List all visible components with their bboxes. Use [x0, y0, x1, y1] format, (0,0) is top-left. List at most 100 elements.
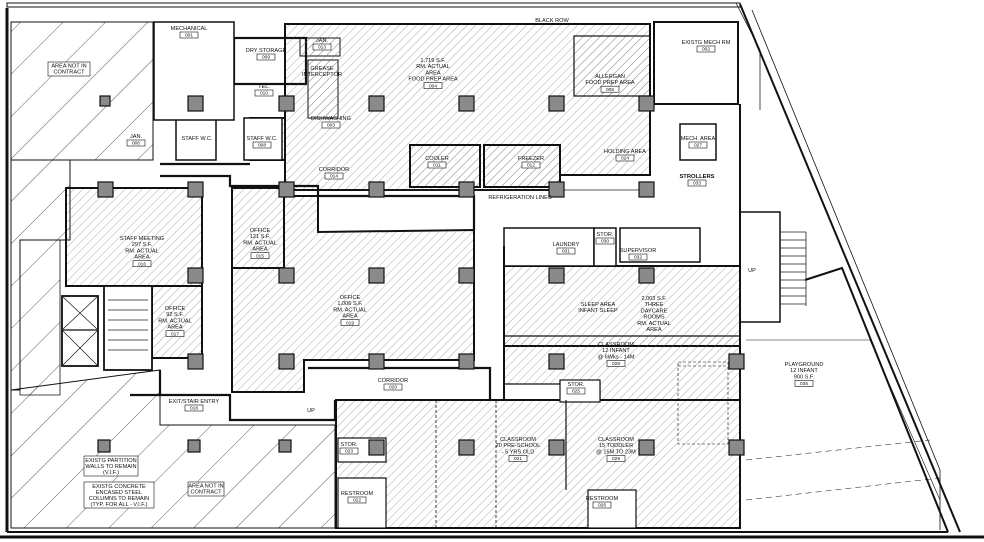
column — [187, 181, 204, 198]
column — [278, 95, 295, 112]
note-line: WALLS TO REMAIN — [85, 464, 136, 470]
room-label-line: SLEEP AREA — [581, 302, 616, 308]
room-number-box — [556, 247, 576, 255]
room-label-line: EXISTG MECH RM — [682, 40, 731, 46]
room-number: 006 — [132, 141, 140, 147]
room-number-box — [794, 380, 814, 387]
note-line: EXISTG CONCRETE — [92, 484, 146, 490]
room-number-box — [324, 172, 344, 180]
room-label: RESTROOM — [341, 491, 374, 497]
room-staff-wc-1: STAFF W.C. — [182, 136, 213, 142]
room-label-line: CLASSROOM — [500, 437, 536, 443]
room-label-line: STAFF MEETING — [120, 236, 164, 242]
room-number-box — [252, 141, 272, 149]
room-number-box — [427, 161, 447, 169]
room-label-line: 2,003 S.F. — [641, 296, 667, 302]
column — [97, 181, 114, 198]
column — [278, 353, 295, 370]
room-label-line: RM. ACTUAL — [158, 318, 192, 324]
room-label: EXISTG MECH RM — [682, 40, 731, 46]
room-label: DISHWASHING — [311, 116, 351, 122]
room-number: 009 — [262, 55, 270, 61]
room-number: 025 — [572, 389, 580, 395]
room-stor-023: STOR.023 — [339, 442, 359, 455]
note-line: COLUMNS TO REMAIN — [89, 496, 149, 502]
column — [278, 439, 292, 453]
column — [638, 95, 655, 112]
column — [638, 181, 655, 198]
note-line: AREA NOT IN — [188, 484, 223, 490]
room-label-line: CLASSROOM — [598, 437, 634, 443]
room-label: LAUNDRY — [553, 242, 580, 248]
room-number-box — [132, 260, 152, 267]
room-label-line: ALLERGAN — [595, 74, 625, 80]
column — [368, 95, 385, 112]
note-line: EXISTG PARTITION — [85, 458, 136, 464]
room-label-line: STOR. — [568, 382, 585, 388]
column — [638, 439, 655, 456]
room-jan-006: JAN.006 — [126, 134, 146, 147]
room-number: 013 — [318, 45, 326, 51]
room-label-line: OFFICE — [250, 228, 271, 234]
room-number-box — [606, 455, 626, 462]
note-line: (V.I.F.) — [103, 470, 119, 476]
room-number: 030 — [601, 239, 609, 245]
room-number: 021 — [514, 456, 522, 462]
room-label-line: GREASE — [310, 66, 334, 72]
column — [458, 353, 475, 370]
room-label-line: DRY STORAGE — [246, 48, 287, 54]
note-line: ENCASED STEEL — [96, 490, 142, 496]
column — [278, 267, 295, 284]
column — [458, 181, 475, 198]
column — [728, 353, 745, 370]
column — [187, 439, 201, 453]
room-number-box — [321, 121, 341, 129]
room-label-line: COOLER — [425, 156, 449, 162]
room-number: 015 — [256, 253, 264, 259]
room-number: 022 — [353, 498, 361, 504]
room-number-box — [600, 85, 620, 93]
room-label-line: 12 INFANT — [790, 368, 818, 374]
room-label-line: 1,719 S.F. — [420, 58, 446, 64]
room-number-box — [179, 31, 199, 39]
column — [548, 439, 565, 456]
room-label: STOR. — [341, 442, 358, 448]
room-label: EXIT/STAIR ENTRY — [169, 399, 220, 405]
room-label-line: CORRIDOR — [378, 378, 408, 384]
room-label: RESTROOM — [586, 496, 619, 502]
room-label-line: TEL. — [258, 84, 270, 90]
room-label-line: @ 6Wks - 14M — [597, 354, 634, 360]
note-back-row: BLACK ROW — [535, 18, 569, 24]
room-label: COOLER — [425, 156, 449, 162]
room-number: 026 — [598, 503, 606, 509]
note-line: CONTRACT — [53, 70, 85, 76]
column — [728, 439, 745, 456]
room-label-line: AREA — [252, 247, 268, 253]
stair-up-left: UP — [307, 408, 315, 414]
column — [97, 439, 111, 453]
room-number-box — [628, 253, 648, 261]
room-label-line: ROOMS — [643, 315, 664, 321]
room-label-line: RM. ACTUAL — [243, 240, 277, 246]
room-label-line: 297 S.F. — [132, 242, 153, 248]
room-label-line: AREA — [167, 325, 183, 331]
column — [638, 267, 655, 284]
column — [458, 267, 475, 284]
room-number: 031 — [562, 249, 570, 255]
